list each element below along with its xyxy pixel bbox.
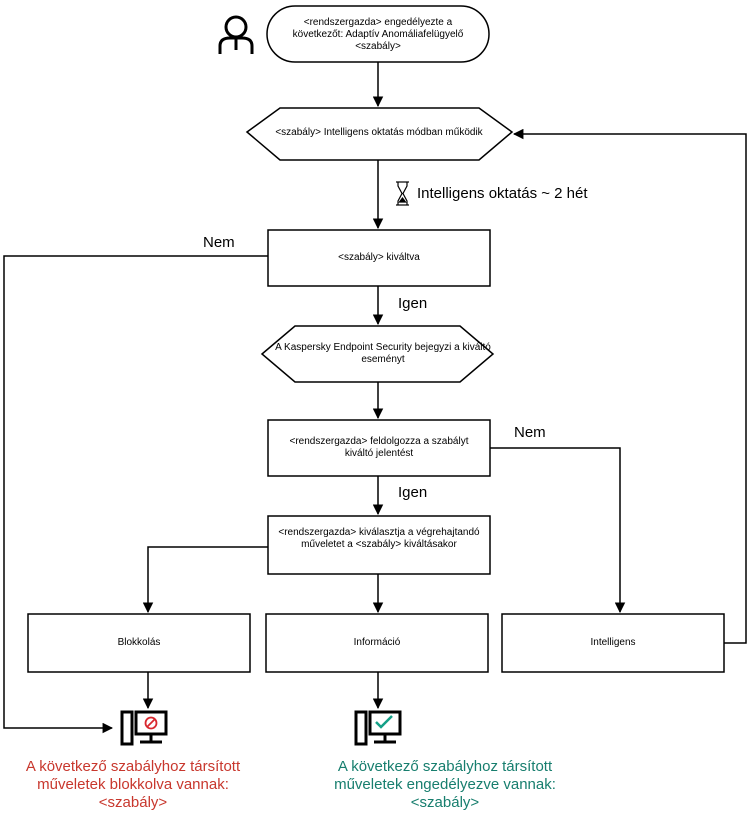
duration-label: Intelligens oktatás ~ 2 hét — [417, 185, 588, 202]
computer-allowed-icon — [354, 710, 402, 746]
hourglass-icon — [396, 181, 409, 206]
computer-blocked-icon — [120, 710, 168, 746]
user-icon — [218, 15, 254, 54]
edge-triggered-no-to-blocked — [3, 255, 268, 734]
log-event-node-shape — [260, 325, 495, 383]
action-info-label: Információ — [353, 637, 401, 648]
allowed-outcome-caption: A következő szabályhoz társított művelet… — [334, 758, 556, 811]
edge-label-no-2: Nem — [514, 424, 546, 441]
admin-selects-node-label: <rendszergazda> kiválasztja a végrehajta… — [278, 527, 480, 550]
smart-mode-node-shape — [245, 107, 514, 161]
admin-selects-node-shape — [267, 515, 491, 575]
triggered-node-label: <szabály> kiváltva — [338, 252, 420, 263]
edge-label-yes-1: Igen — [398, 295, 428, 312]
action-block-label: Blokkolás — [117, 637, 161, 648]
admin-processes-node-label: <rendszergazda> feldolgozza a szabályt k… — [289, 436, 469, 459]
smart-mode-node-label: <szabály> Intelligens oktatás módban műk… — [275, 127, 483, 138]
edge-process-no-to-smart — [490, 447, 626, 614]
admin-processes-node-shape — [267, 419, 491, 477]
action-smart-label: Intelligens — [590, 637, 636, 648]
action-info-shape — [265, 613, 489, 673]
action-block-shape — [27, 613, 251, 673]
log-event-node-label: A Kaspersky Endpoint Security bejegyzi a… — [275, 342, 491, 365]
edge-label-no-1: Nem — [203, 234, 235, 251]
edge-label-yes-2: Igen — [398, 484, 428, 501]
triggered-node-shape — [267, 229, 491, 287]
blocked-outcome-caption: A következő szabályhoz társított művelet… — [25, 758, 241, 811]
edge-smart-loop-back — [512, 128, 747, 644]
edge-select-to-block — [142, 546, 268, 614]
start-node-label: <rendszergazda> engedélyezte a következő… — [292, 17, 464, 52]
